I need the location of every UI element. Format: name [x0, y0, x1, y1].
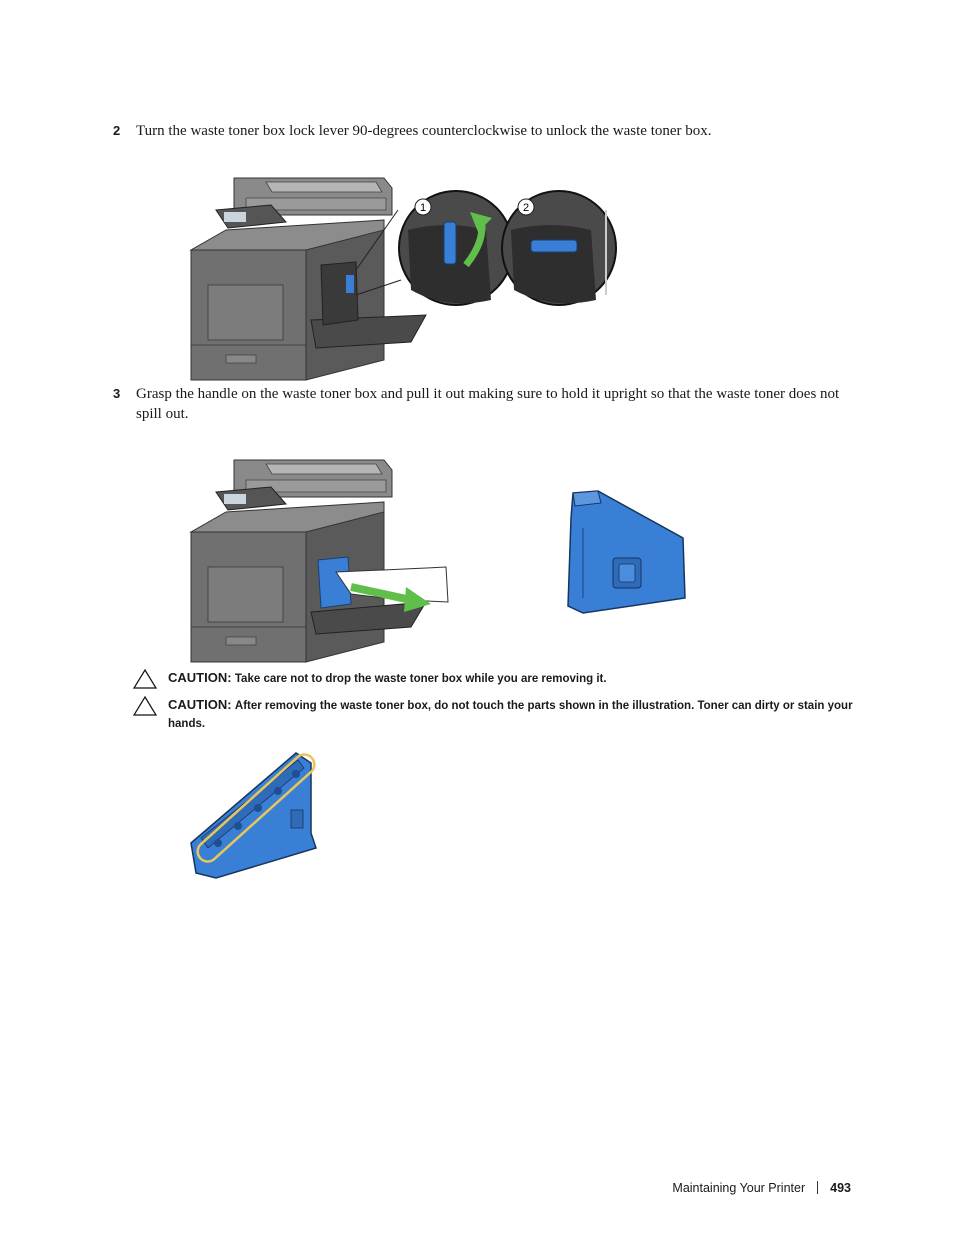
printer-illustration [189, 177, 427, 381]
printer-illustration [189, 459, 427, 663]
zoom-detail-1: 1 [398, 190, 514, 306]
caution-label: CAUTION: [168, 670, 232, 685]
caution-text: After removing the waste toner box, do n… [168, 700, 853, 730]
caution-label: CAUTION: [168, 697, 232, 712]
figure-unlock-lever: 1 2 [189, 177, 617, 381]
footer-section-title: Maintaining Your Printer [672, 1181, 806, 1195]
callout-2: 2 [523, 202, 529, 214]
zoom-detail-2: 2 [501, 190, 617, 306]
callout-1: 1 [420, 202, 426, 214]
step-number: 2 [113, 123, 121, 138]
footer-divider [817, 1181, 819, 1194]
caution-text: Take care not to drop the waste toner bo… [234, 673, 607, 685]
step-text: Grasp the handle on the waste toner box … [136, 386, 840, 422]
caution-icon [133, 669, 157, 689]
step-text: Turn the waste toner box lock lever 90-d… [136, 123, 712, 139]
page-footer: Maintaining Your Printer 493 [672, 1181, 851, 1195]
waste-toner-box-illustration [567, 490, 686, 614]
figure-pull-out-box [189, 459, 449, 663]
step-number: 3 [113, 386, 121, 401]
page-number: 493 [830, 1181, 851, 1195]
caution-icon [133, 696, 157, 716]
figure-do-not-touch [190, 752, 317, 879]
